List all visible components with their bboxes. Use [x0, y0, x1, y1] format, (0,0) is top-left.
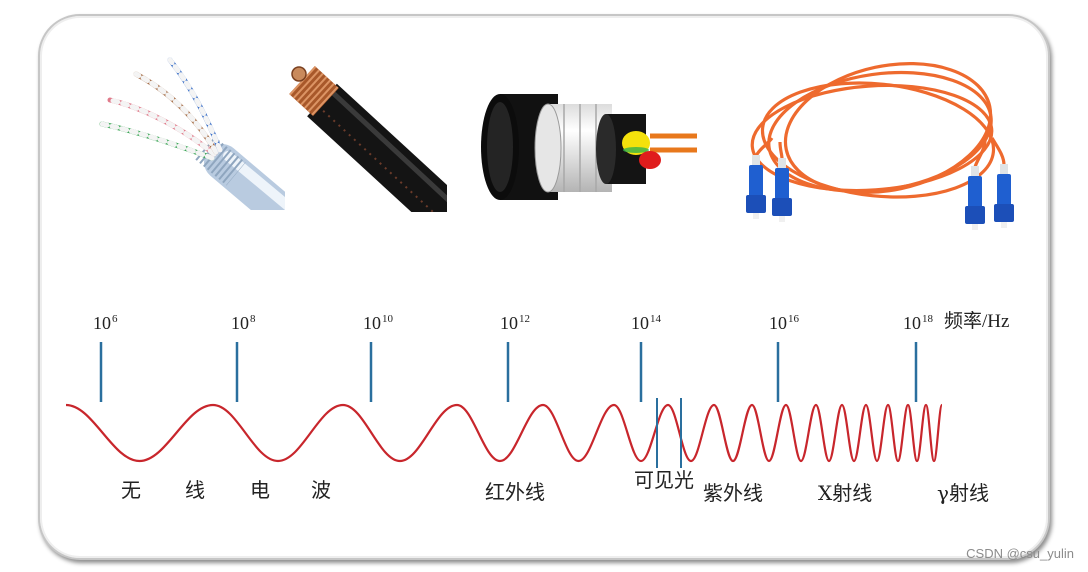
ultraviolet-band-label: 紫外线 — [703, 482, 763, 504]
tick-label-10-10: 1010 — [363, 314, 393, 332]
twisted-pair-cable-icon — [102, 60, 300, 228]
frequency-ticks — [101, 342, 916, 402]
tick-label-10-8: 108 — [231, 314, 256, 332]
tick-label-exponent: 10 — [382, 313, 393, 325]
radio-band-label-char: 线 — [185, 479, 205, 501]
spectrum-wave — [66, 405, 942, 461]
frequency-unit-label: 频率/Hz — [944, 312, 1009, 332]
power-cable-icon — [481, 94, 697, 200]
tick-label-base: 10 — [93, 313, 111, 333]
tick-label-base: 10 — [769, 313, 787, 333]
tick-label-10-12: 1012 — [500, 314, 530, 332]
fiber-connector — [994, 164, 1014, 228]
tick-label-10-14: 1014 — [631, 314, 661, 332]
tick-label-exponent: 12 — [519, 313, 530, 325]
visible-band-label: 可见光 — [634, 469, 694, 491]
infrared-band-label: 红外线 — [485, 481, 545, 503]
tick-label-10-6: 106 — [93, 314, 118, 332]
fiber-optic-cable-icon — [746, 46, 1014, 230]
tick-label-base: 10 — [363, 313, 381, 333]
xray-band-label: X射线 — [818, 482, 872, 504]
fiber-connector — [965, 166, 985, 230]
tick-label-base: 10 — [631, 313, 649, 333]
tick-label-base: 10 — [500, 313, 518, 333]
tick-label-base: 10 — [231, 313, 249, 333]
tick-label-exponent: 14 — [650, 313, 661, 325]
tick-label-10-18: 1018 — [903, 314, 933, 332]
tick-label-exponent: 18 — [922, 313, 933, 325]
tick-label-exponent: 8 — [250, 313, 256, 325]
radio-band-label-char: 波 — [311, 479, 331, 501]
tick-label-exponent: 6 — [112, 313, 118, 325]
tick-label-base: 10 — [903, 313, 921, 333]
radio-band-label-char: 无 — [121, 479, 141, 501]
tick-label-10-16: 1016 — [769, 314, 799, 332]
watermark: CSDN @csu_yulin — [966, 546, 1074, 561]
coaxial-cable-icon — [292, 67, 472, 246]
tick-label-exponent: 16 — [788, 313, 799, 325]
radio-band-label-char: 电 — [250, 479, 270, 501]
gamma-band-label: γ射线 — [937, 482, 989, 504]
